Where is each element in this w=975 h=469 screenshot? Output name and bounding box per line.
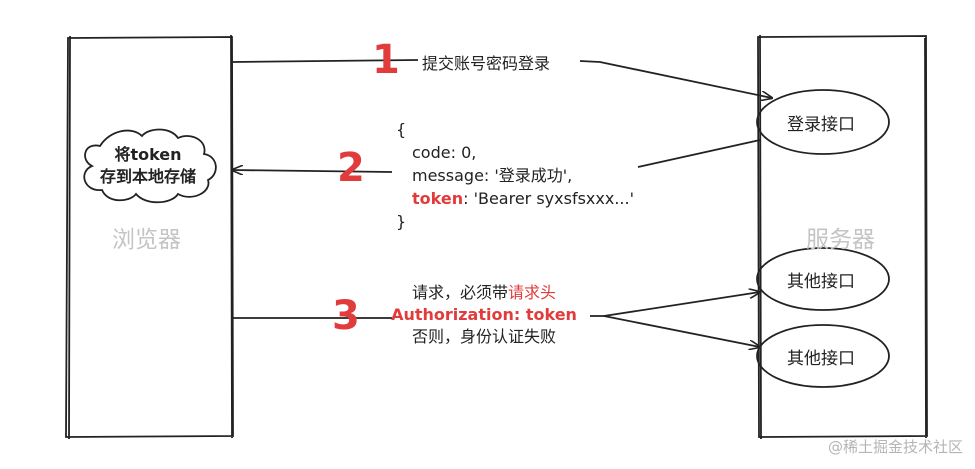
arrow-step1 [232, 59, 772, 98]
other-api-1-label: 其他接口 [787, 272, 855, 292]
cloud-text-line2: 存到本地存储 [99, 167, 196, 186]
cloud-text-line1: 将token [114, 145, 182, 164]
step3-number: 3 [332, 293, 360, 339]
browser-box [65, 34, 234, 440]
arrow-step2 [232, 139, 761, 172]
other-api-2-label: 其他接口 [787, 349, 855, 369]
cloud-text: 将token 存到本地存储 [88, 144, 208, 188]
step3-line1-prefix: 请求，必须带 [411, 283, 508, 302]
json-token-line: token: 'Bearer syxsfsxxx...' [396, 187, 634, 210]
response-json: { code: 0, message: '登录成功', token: 'Bear… [396, 118, 634, 233]
cloud-shape [83, 128, 217, 204]
json-code-line: code: 0, [412, 143, 477, 162]
step2-number: 2 [337, 145, 365, 191]
step3-text: 请求，必须带请求头 Authorization: token 否则，身份认证失败 [386, 282, 582, 348]
json-message-line: message: '登录成功', [412, 166, 573, 185]
step1-number: 1 [372, 37, 400, 83]
step3-line3: 否则，身份认证失败 [411, 327, 556, 346]
watermark: @稀土掘金技术社区 [827, 438, 963, 456]
other-api-1-ellipse [756, 247, 890, 311]
other-api-2-ellipse [756, 324, 890, 388]
server-label: 服务器 [806, 227, 875, 253]
arrow-step3-b [603, 315, 760, 347]
json-token-value: : 'Bearer syxsfsxxx...' [463, 189, 634, 208]
step3-line1: 请求，必须带请求头 [386, 282, 582, 304]
json-brace-open: { [396, 120, 407, 139]
login-api-ellipse [756, 89, 890, 155]
json-brace-close: } [396, 212, 407, 231]
step3-line2: Authorization: token [391, 305, 577, 324]
step3-line1-highlight: 请求头 [508, 283, 557, 302]
browser-label: 浏览器 [112, 227, 181, 253]
step1-text: 提交账号密码登录 [422, 54, 551, 73]
login-api-label: 登录接口 [787, 115, 855, 135]
json-token-key: token [412, 189, 464, 208]
